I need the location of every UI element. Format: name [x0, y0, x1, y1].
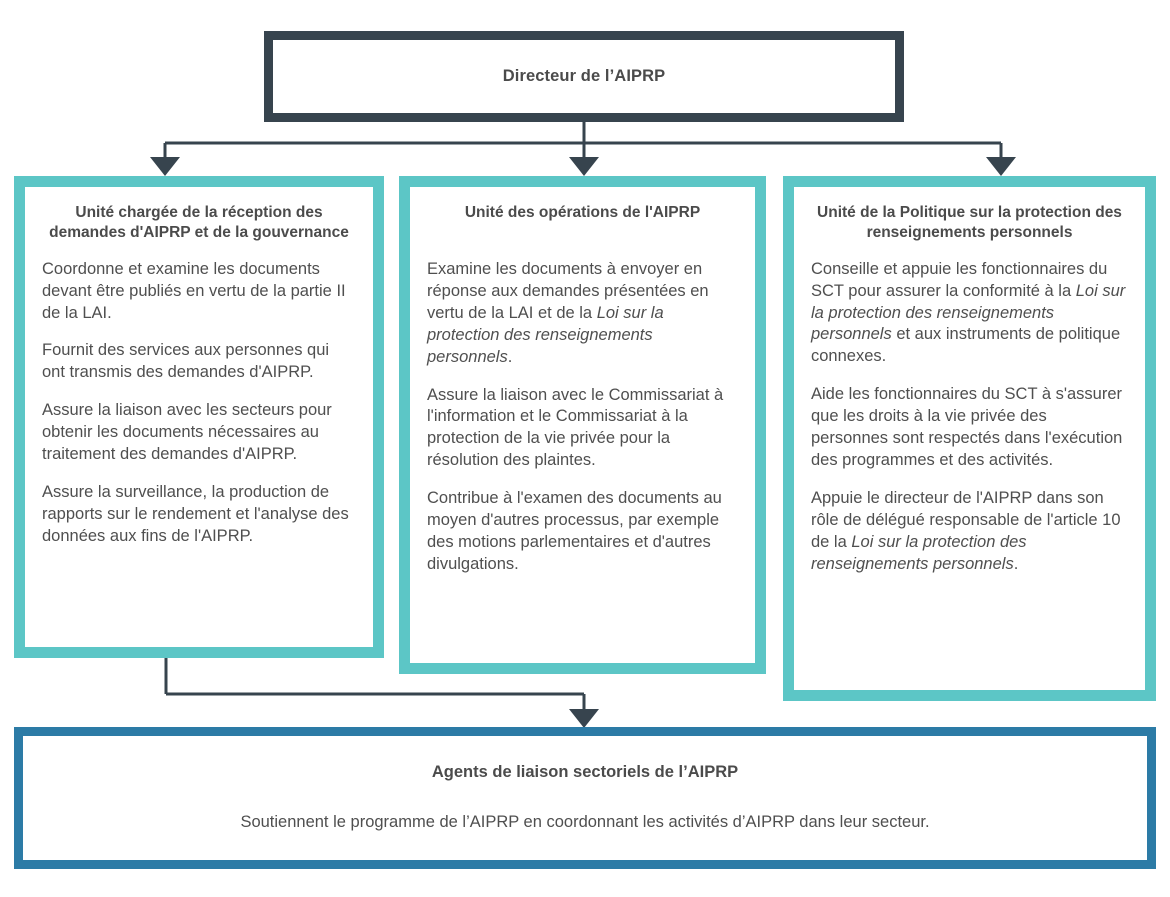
unit-paragraph: Coordonne et examine les documents devan… — [42, 259, 356, 325]
legal-title-italic: Loi sur la protection des renseignements… — [427, 303, 664, 366]
unit-operations-body: Examine les documents à envoyer en répon… — [427, 259, 738, 576]
unit-paragraph: Conseille et appuie les fonctionnaires d… — [811, 259, 1128, 369]
legal-title-italic: Loi sur la protection des renseignements… — [811, 281, 1126, 344]
director-box: Directeur de l’AIPRP — [264, 31, 904, 122]
unit-paragraph: Assure la liaison avec les secteurs pour… — [42, 400, 356, 466]
paragraph-run: Assure la surveillance, la production de… — [42, 483, 349, 546]
paragraph-run: Assure la liaison avec le Commissariat à… — [427, 385, 724, 470]
unit-box-policy: Unité de la Politique sur la protection … — [783, 176, 1156, 701]
unit-paragraph: Assure la surveillance, la production de… — [42, 482, 356, 548]
paragraph-run: Assure la liaison avec les secteurs pour… — [42, 401, 332, 464]
liaison-box: Agents de liaison sectoriels de l’AIPRP … — [14, 727, 1156, 869]
paragraph-run: Coordonne et examine les documents devan… — [42, 259, 346, 322]
paragraph-run: Appuie le directeur de l'AIPRP dans son … — [811, 489, 1121, 551]
unit-paragraph: Aide les fonctionnaires du SCT à s'assur… — [811, 384, 1128, 472]
unit-paragraph: Examine les documents à envoyer en répon… — [427, 259, 738, 369]
liaison-title: Agents de liaison sectoriels de l’AIPRP — [431, 763, 739, 782]
paragraph-run: Examine les documents à envoyer en répon… — [427, 259, 709, 322]
unit-reception-title: Unité chargée de la réception des demand… — [49, 204, 349, 241]
unit-paragraph: Contribue à l'examen des documents au mo… — [427, 488, 738, 576]
unit-paragraph: Appuie le directeur de l'AIPRP dans son … — [811, 488, 1128, 576]
paragraph-run: Conseille et appuie les fonctionnaires d… — [811, 259, 1108, 300]
paragraph-run: Aide les fonctionnaires du SCT à s'assur… — [811, 385, 1123, 470]
paragraph-run: . — [1013, 554, 1019, 573]
unit-box-reception: Unité chargée de la réception des demand… — [14, 176, 384, 658]
unit-policy-title: Unité de la Politique sur la protection … — [817, 204, 1122, 241]
unit-paragraph: Fournit des services aux personnes qui o… — [42, 340, 356, 384]
paragraph-run: Fournit des services aux personnes qui o… — [42, 341, 330, 382]
paragraph-run: . — [507, 347, 513, 366]
paragraph-run: et aux instruments de politique connexes… — [811, 325, 1121, 366]
paragraph-run: Contribue à l'examen des documents au mo… — [427, 489, 722, 574]
legal-title-italic: Loi sur la protection des renseignements… — [811, 532, 1027, 573]
unit-reception-body: Coordonne et examine les documents devan… — [42, 259, 356, 548]
unit-policy-body: Conseille et appuie les fonctionnaires d… — [811, 259, 1128, 576]
liaison-description: Soutiennent le programme de l’AIPRP en c… — [240, 812, 930, 831]
unit-box-operations: Unité des opérations de l'AIPRP Examine … — [399, 176, 766, 674]
unit-paragraph: Assure la liaison avec le Commissariat à… — [427, 385, 738, 473]
unit-operations-title: Unité des opérations de l'AIPRP — [464, 204, 701, 221]
director-title: Directeur de l’AIPRP — [502, 66, 666, 85]
